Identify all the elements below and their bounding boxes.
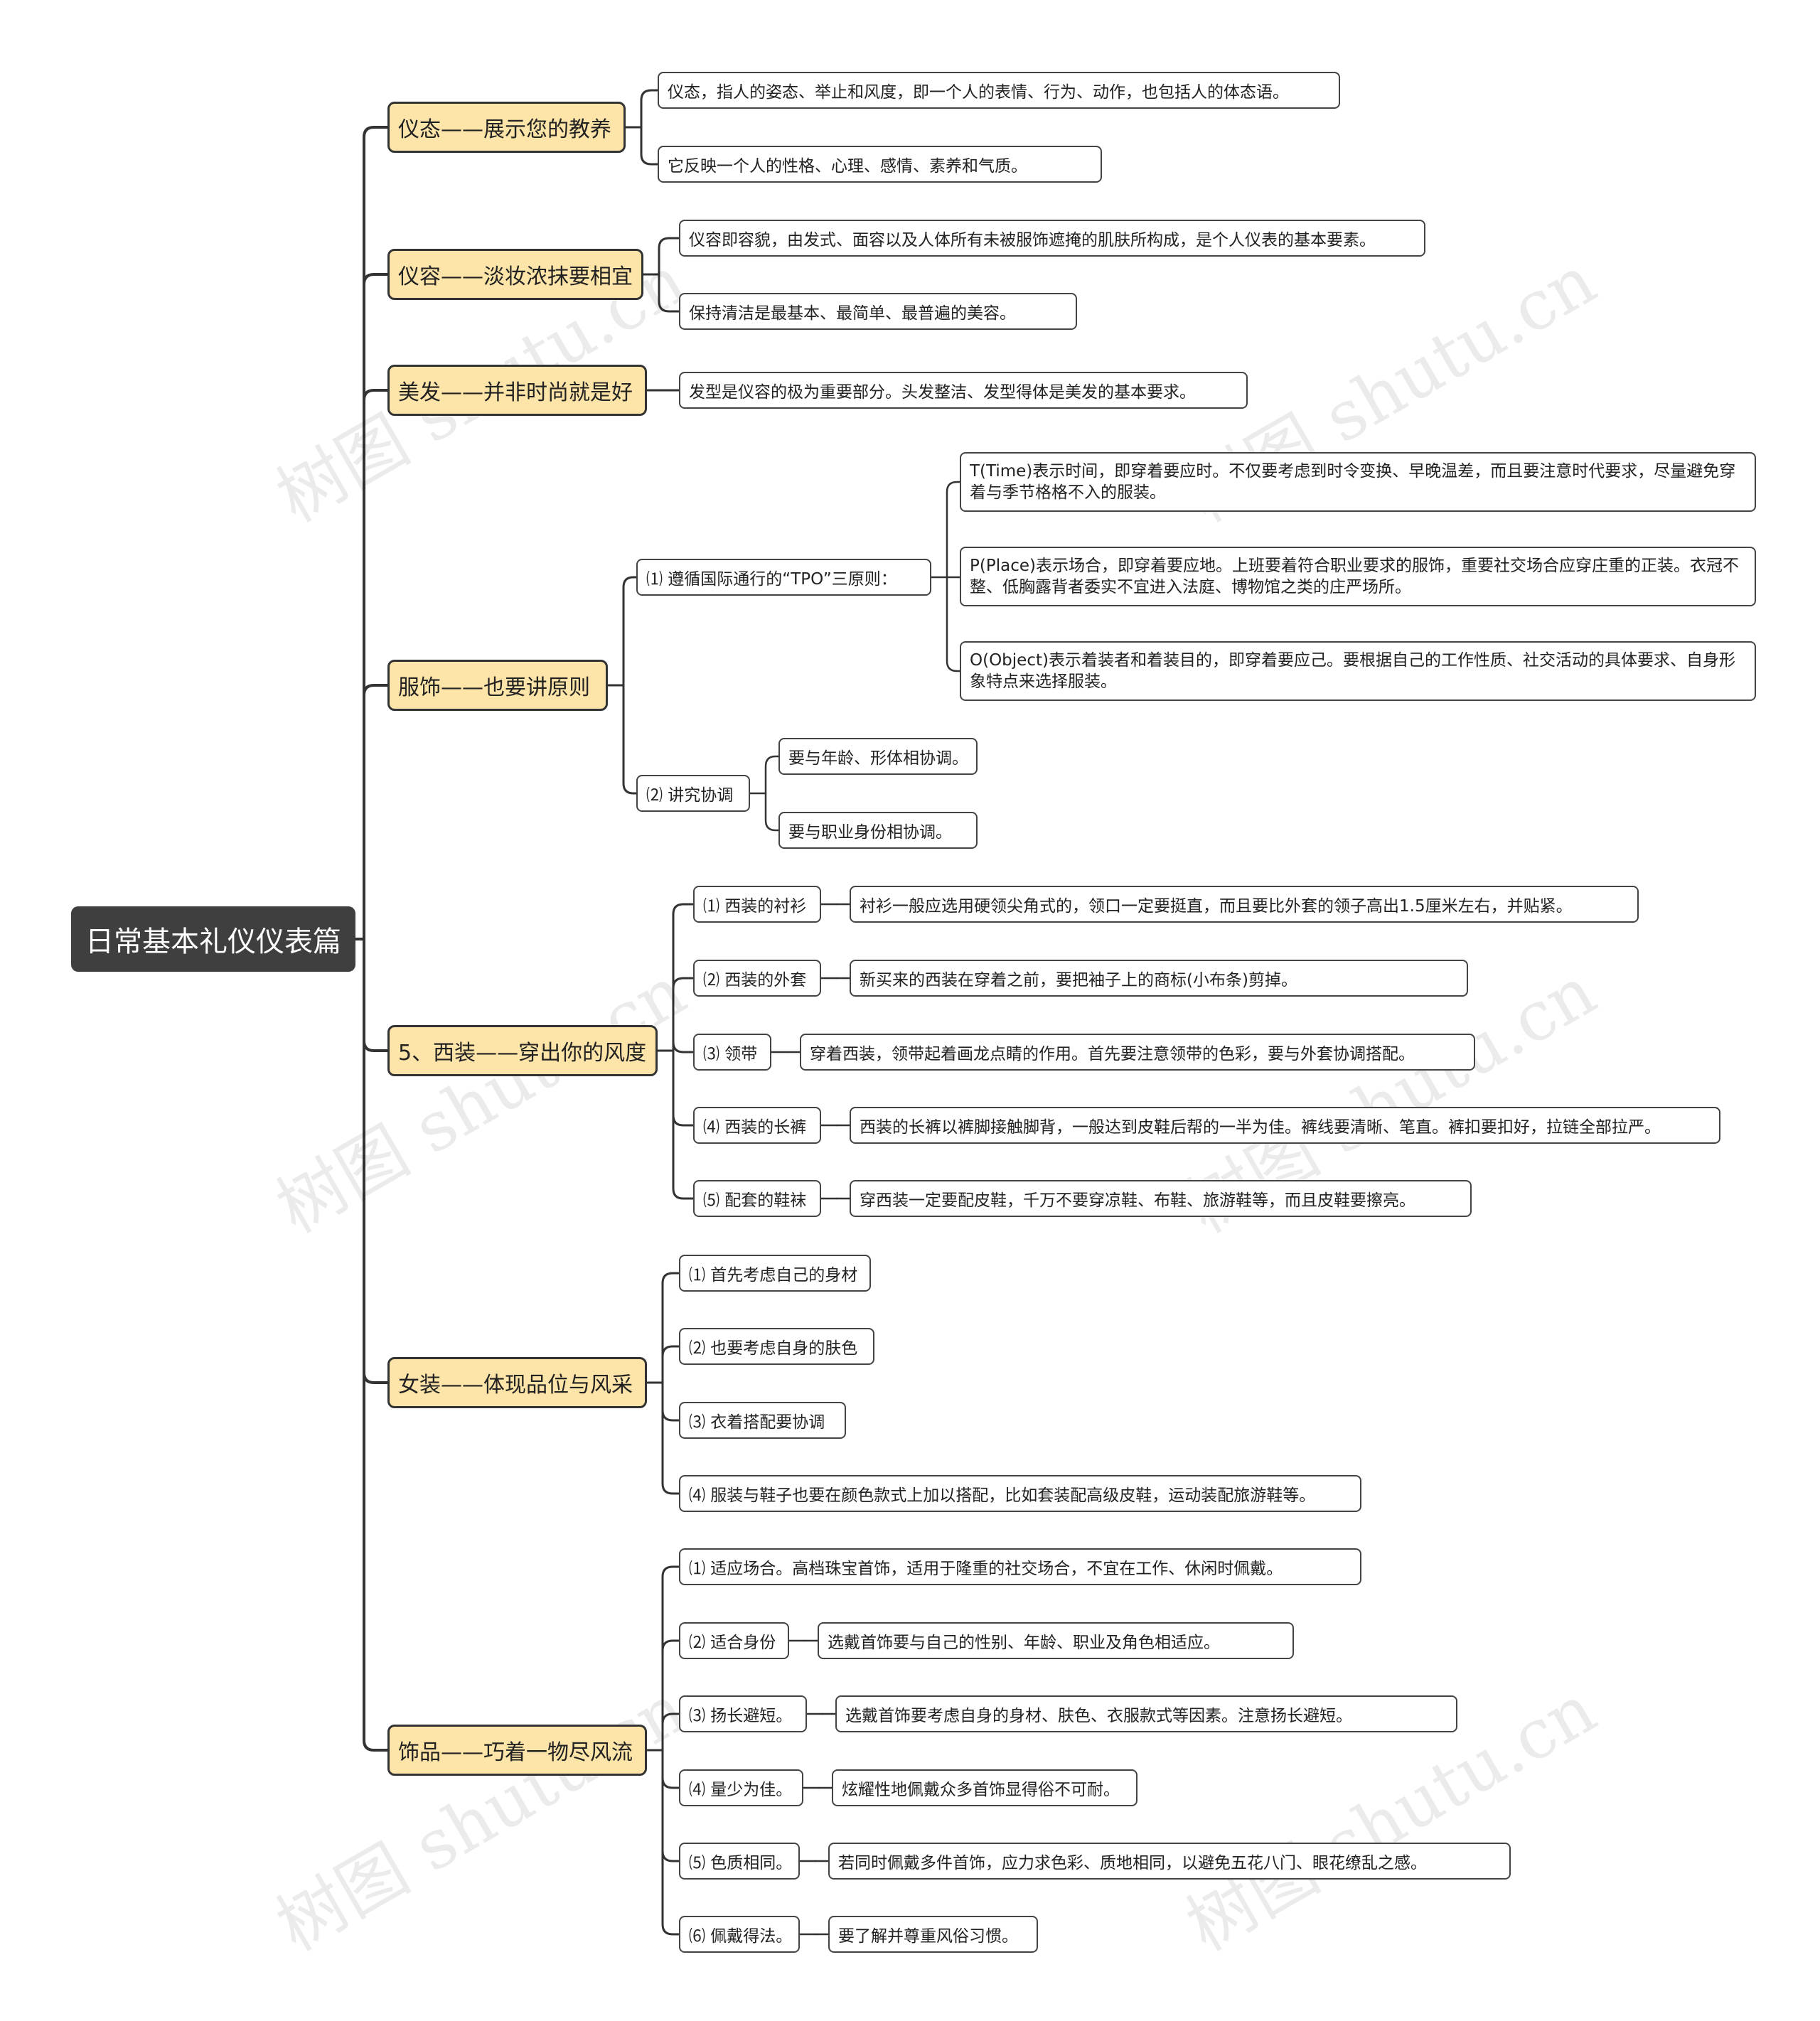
connector-line	[672, 1049, 695, 1127]
root-topic[interactable]: 日常基本礼仪仪表篇	[71, 906, 355, 972]
sub-node[interactable]: ⑶ 领带	[693, 1034, 771, 1071]
connector-line	[658, 237, 680, 276]
leaf-node[interactable]: P(Place)表示场合，即穿着要应地。上班要着符合职业要求的服饰，重要社交场合…	[960, 547, 1756, 606]
sub-node[interactable]: ⑷ 量少为佳。	[679, 1769, 803, 1806]
leaf-node[interactable]: 选戴首饰要考虑自身的身材、肤色、衣服款式等因素。注意扬长避短。	[835, 1695, 1457, 1732]
sub-node[interactable]: ⑸ 配套的鞋袜	[693, 1180, 821, 1217]
leaf-node[interactable]: ⑶ 衣着搭配要协调	[679, 1402, 846, 1439]
leaf-node[interactable]: 要与年龄、形体相协调。	[778, 738, 978, 775]
leaf-node[interactable]: 穿西装一定要配皮鞋，千万不要穿凉鞋、布鞋、旅游鞋等，而且皮鞋要擦亮。	[850, 1180, 1472, 1217]
connector-line	[622, 684, 638, 795]
branch-clothing[interactable]: 服饰——也要讲原则	[387, 660, 608, 711]
connector-line	[640, 126, 659, 166]
branch-hair[interactable]: 美发——并非时尚就是好	[387, 365, 647, 416]
branch-accessories[interactable]: 饰品——巧着一物尽风流	[387, 1725, 647, 1776]
leaf-node[interactable]: T(Time)表示时间，即穿着要应时。不仅要考虑到时令变换、早晚温差，而且要注意…	[960, 452, 1756, 512]
connector-line	[672, 977, 695, 1052]
branch-posture[interactable]: 仪态——展示您的教养	[387, 102, 626, 153]
leaf-node[interactable]: ⑷ 服装与鞋子也要在颜色款式上加以搭配，比如套装配高级皮鞋，运动装配旅游鞋等。	[679, 1475, 1361, 1512]
connector-line	[661, 1272, 680, 1384]
branch-suit[interactable]: 5、西装——穿出你的风度	[387, 1025, 658, 1076]
sub-node[interactable]: ⑷ 西装的长裤	[693, 1107, 821, 1144]
sub-node[interactable]: ⑹ 佩戴得法。	[679, 1916, 800, 1953]
connector-line	[661, 1381, 680, 1422]
connector-line	[764, 792, 780, 832]
connector-line	[658, 273, 680, 313]
connector-line	[661, 1749, 680, 1789]
leaf-node[interactable]: 穿着西装，领带起着画龙点睛的作用。首先要注意领带的色彩，要与外套协调搭配。	[800, 1034, 1475, 1071]
connector-line	[661, 1749, 680, 1936]
connector-line	[363, 126, 389, 940]
connector-line	[661, 1381, 680, 1495]
leaf-node[interactable]: 要与职业身份相协调。	[778, 812, 978, 849]
sub-node[interactable]: ⑴ 西装的衬衫	[693, 886, 821, 923]
leaf-node[interactable]: O(Object)表示着装者和着装目的，即穿着要应己。要根据自己的工作性质、社交…	[960, 641, 1756, 701]
connector-line	[363, 273, 389, 940]
branch-womenswear[interactable]: 女装——体现品位与风采	[387, 1357, 647, 1408]
branch-appearance[interactable]: 仪容——淡妆浓抹要相宜	[387, 249, 643, 300]
connector-line	[661, 1749, 680, 1862]
leaf-node[interactable]: 西装的长裤以裤脚接触脚背，一般达到皮鞋后帮的一半为佳。裤线要清晰、笔直。裤扣要扣…	[850, 1107, 1720, 1144]
leaf-node[interactable]: 衬衫一般应选用硬领尖角式的，领口一定要挺直，而且要比外套的领子高出1.5厘米左右…	[850, 886, 1639, 923]
connector-line	[363, 684, 389, 940]
connector-line	[363, 938, 389, 1384]
connector-line	[363, 389, 389, 940]
connector-line	[672, 1041, 695, 1054]
connector-line	[946, 481, 961, 579]
connector-line	[661, 1712, 680, 1752]
leaf-node[interactable]: 炫耀性地佩戴众多首饰显得俗不可耐。	[832, 1769, 1138, 1806]
sub-node-tpo[interactable]: ⑴ 遵循国际通行的“TPO”三原则：	[636, 559, 931, 596]
leaf-node[interactable]: 它反映一个人的性格、心理、感情、素养和气质。	[658, 146, 1102, 183]
sub-node[interactable]: ⑶ 扬长避短。	[679, 1695, 807, 1732]
leaf-node[interactable]: 选戴首饰要与自己的性别、年龄、职业及角色相适应。	[818, 1622, 1294, 1659]
leaf-node[interactable]: 发型是仪容的极为重要部分。头发整洁、发型得体是美发的基本要求。	[679, 372, 1248, 409]
leaf-node[interactable]: ⑴ 首先考虑自己的身材	[679, 1255, 871, 1292]
leaf-node[interactable]: 仪容即容貌，由发式、面容以及人体所有未被服饰遮掩的肌肤所构成，是个人仪表的基本要…	[679, 220, 1425, 257]
connector-line	[363, 938, 389, 1052]
leaf-node[interactable]: ⑴ 适应场合。高档珠宝首饰，适用于隆重的社交场合，不宜在工作、休闲时佩戴。	[679, 1548, 1361, 1585]
connector-line	[622, 576, 638, 687]
sub-node[interactable]: ⑵ 西装的外套	[693, 960, 821, 997]
connector-line	[764, 755, 780, 795]
sub-node[interactable]: ⑸ 色质相同。	[679, 1843, 800, 1880]
sub-node-harmony[interactable]: ⑵ 讲究协调	[636, 775, 750, 812]
connector-line	[672, 903, 695, 1052]
connector-line	[661, 1345, 680, 1384]
connector-line	[946, 576, 961, 672]
connector-line	[661, 1639, 680, 1752]
leaf-node[interactable]: 仪态，指人的姿态、举止和风度，即一个人的表情、行为、动作，也包括人的体态语。	[658, 72, 1340, 109]
connector-line	[640, 89, 659, 129]
connector-line	[672, 1049, 695, 1200]
sub-node[interactable]: ⑵ 适合身份	[679, 1622, 789, 1659]
leaf-node[interactable]: ⑵ 也要考虑自身的肤色	[679, 1328, 874, 1365]
leaf-node[interactable]: 新买来的西装在穿着之前，要把袖子上的商标(小布条)剪掉。	[850, 960, 1468, 997]
leaf-node[interactable]: 要了解并尊重风俗习惯。	[828, 1916, 1038, 1953]
leaf-node[interactable]: 保持清洁是最基本、最简单、最普遍的美容。	[679, 293, 1077, 330]
connector-line	[661, 1565, 680, 1752]
leaf-node[interactable]: 若同时佩戴多件首饰，应力求色彩、质地相同，以避免五花八门、眼花缭乱之感。	[828, 1843, 1511, 1880]
connector-line	[363, 938, 389, 1752]
